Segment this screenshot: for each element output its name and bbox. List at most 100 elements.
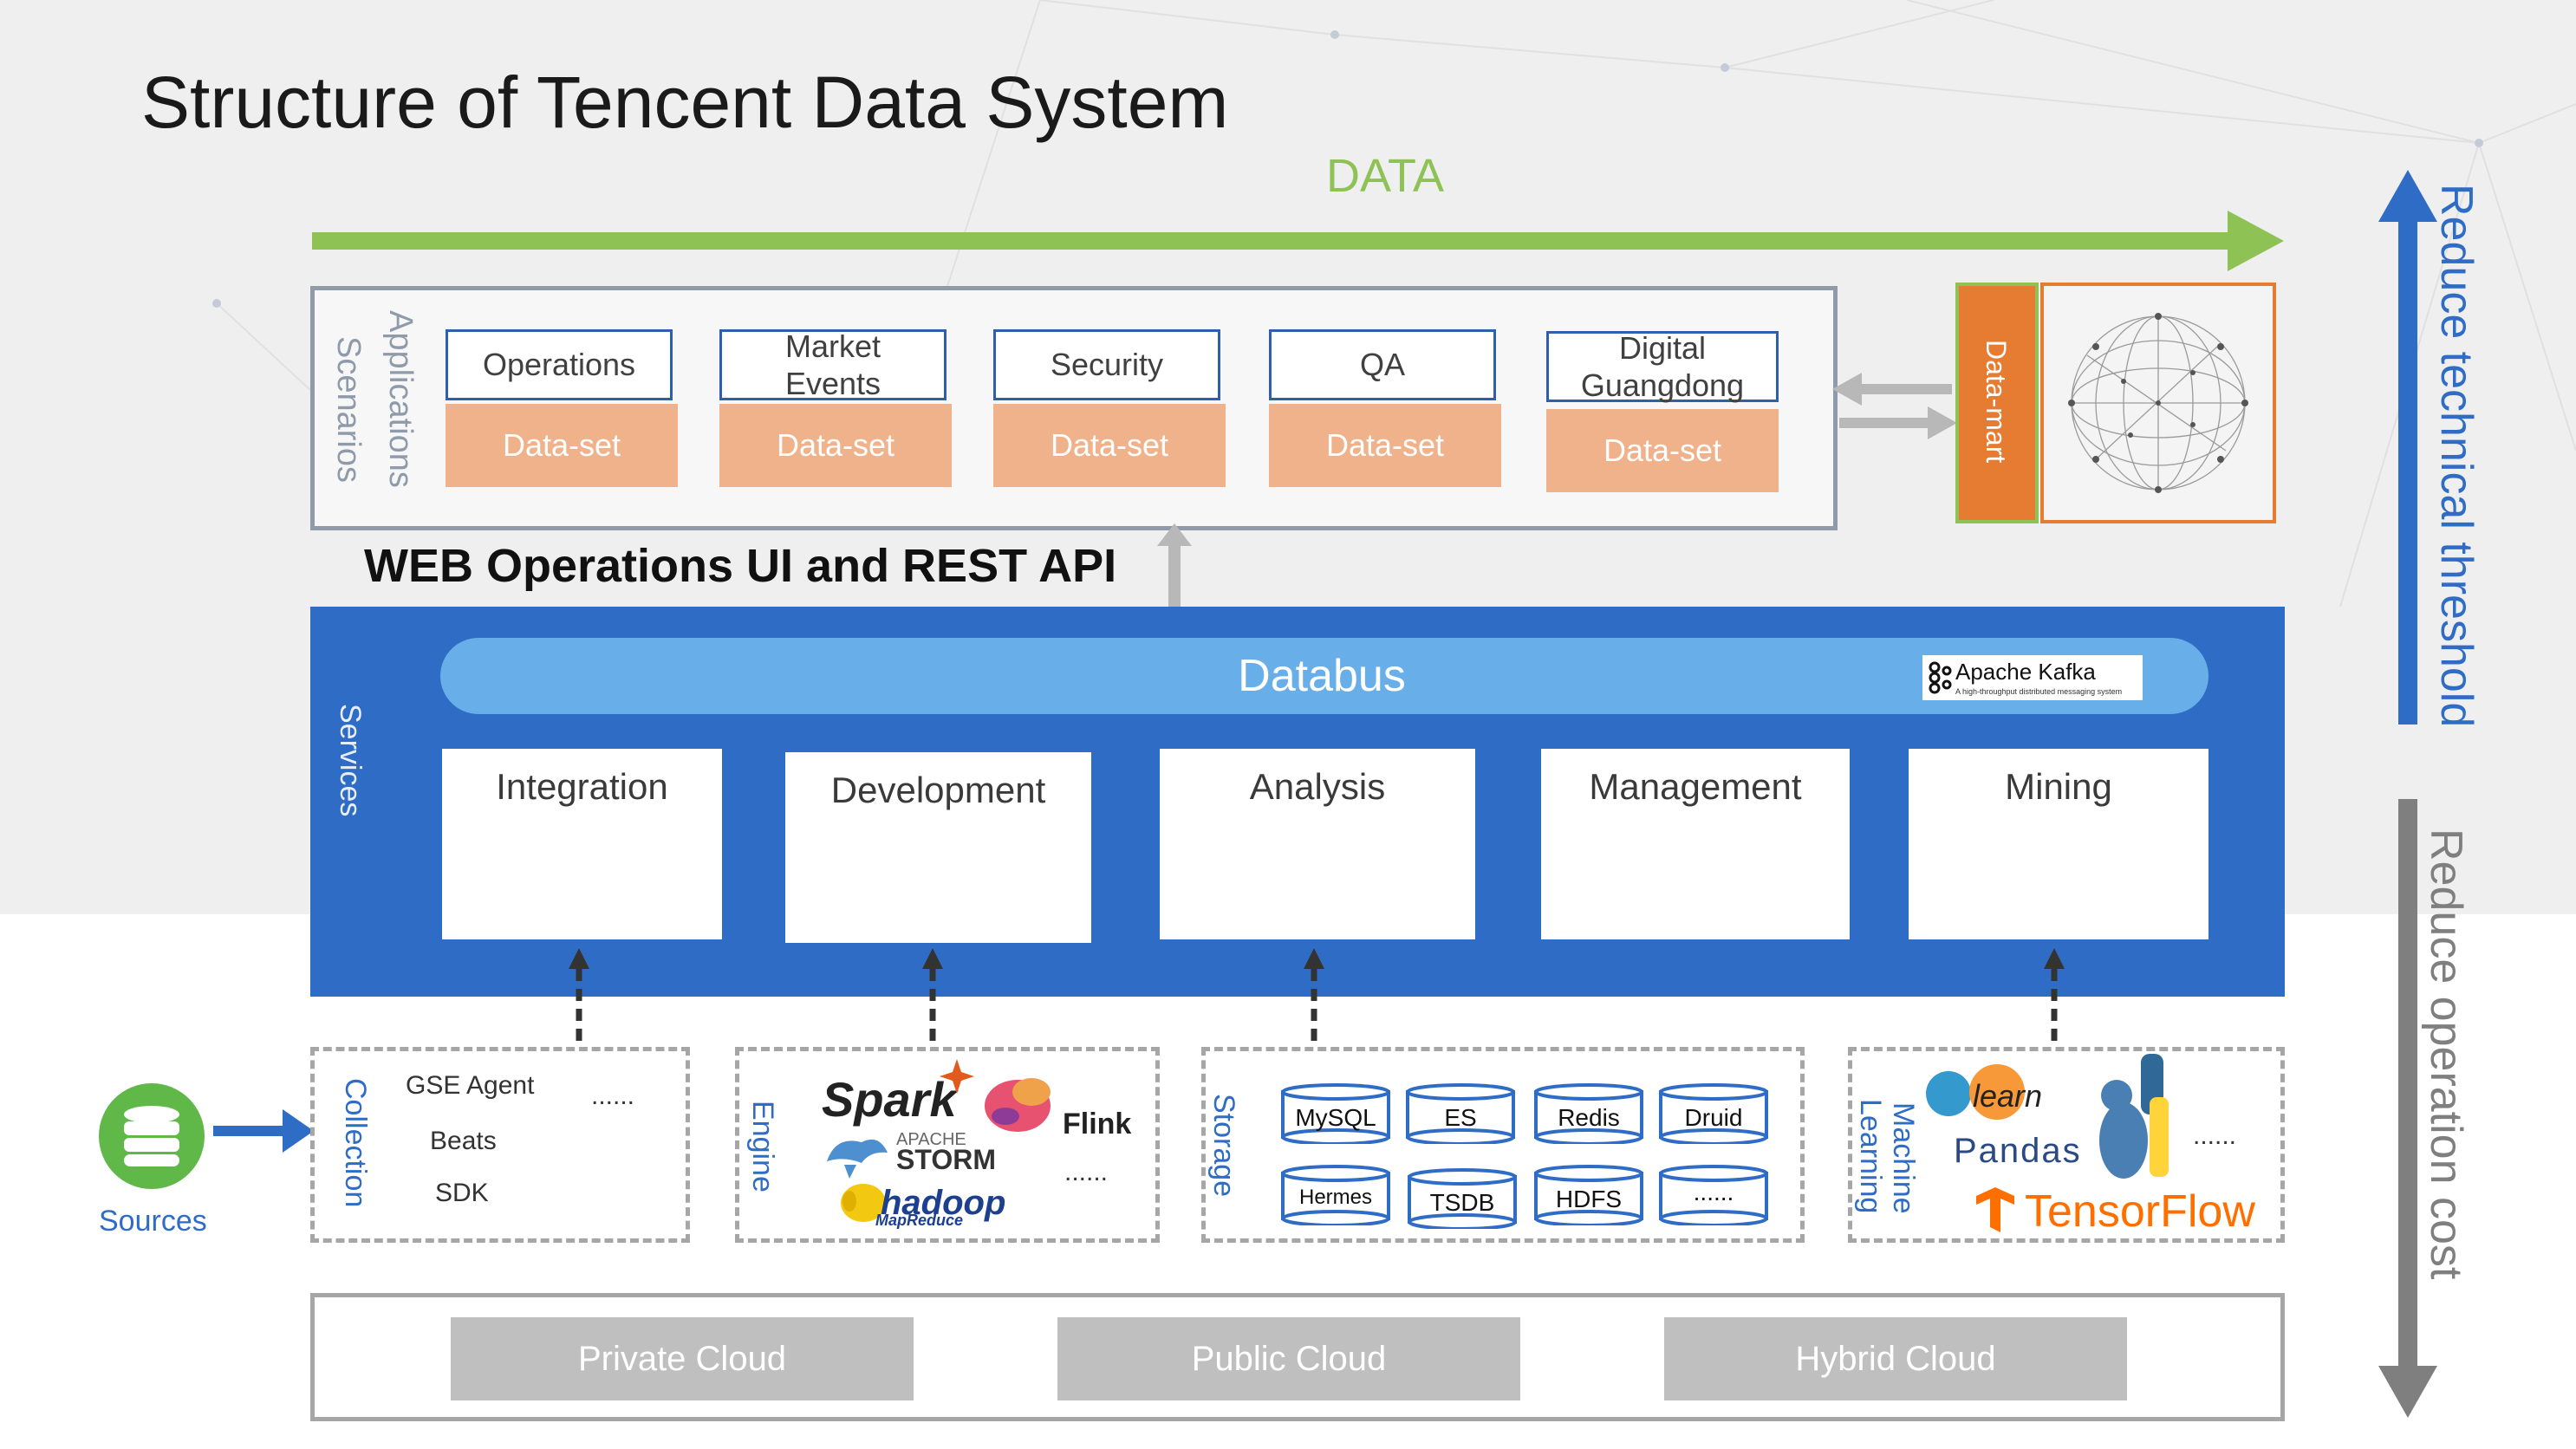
scenario-operations: Operations — [446, 329, 673, 400]
scenario-market-events: Market Events — [719, 328, 946, 401]
reduce-technical-threshold-label: Reduce technical threshold — [2431, 184, 2482, 728]
engine-group — [735, 1047, 1160, 1243]
tensorflow-icon — [1976, 1187, 2014, 1232]
public-cloud: Public Cloud — [1057, 1317, 1520, 1400]
service-label: Mining — [2005, 766, 2112, 807]
sources-database-icon — [99, 1083, 205, 1189]
storm-icon — [827, 1139, 888, 1179]
service-label: Analysis — [1249, 766, 1386, 807]
cylinder-icon — [1534, 1083, 1643, 1144]
python-bear-icon — [2099, 1054, 2169, 1179]
storm-label: STORM — [896, 1144, 996, 1175]
scenario-digital-guangdong: Digital Guangdong — [1546, 330, 1779, 403]
sources-label: Sources — [99, 1205, 207, 1238]
kafka-logo — [1922, 655, 2143, 700]
storage-db-label: HDFS — [1555, 1186, 1623, 1212]
storage-db-label: Redis — [1558, 1104, 1620, 1131]
kafka-tagline: A high-throughput distributed messaging … — [1955, 687, 2123, 696]
cylinder-icon — [1408, 1168, 1517, 1229]
spark-logo: Spark — [822, 1072, 957, 1127]
cylinder-icon — [1659, 1083, 1768, 1144]
service-management: Management — [1541, 749, 1850, 939]
network-sphere-image — [2040, 283, 2276, 523]
service-analysis: Analysis — [1160, 749, 1475, 939]
storage-db-label: Druid — [1684, 1104, 1743, 1131]
hadoop-label: hadoop — [881, 1184, 1006, 1222]
storage-db-mysql: MySQL — [1281, 1083, 1390, 1144]
storage-db-label: ES — [1444, 1104, 1477, 1131]
storm-apache-label: APACHE — [896, 1130, 966, 1149]
cylinder-icon — [1406, 1083, 1515, 1144]
dataset-box: Data-set — [446, 404, 678, 487]
collection-label: Collection — [339, 1078, 372, 1208]
dataset-box: Data-set — [1546, 409, 1779, 492]
pandas-label: Pandas — [1954, 1132, 2082, 1170]
storage-db-hermes: Hermes — [1281, 1165, 1390, 1225]
web-api-label: WEB Operations UI and REST API — [364, 540, 1117, 592]
storage-db-es: ES — [1406, 1083, 1515, 1144]
datamart-box: Data-mart — [1955, 283, 2039, 523]
service-integration: Integration — [442, 749, 722, 939]
storage-db-tsdb: TSDB — [1408, 1168, 1517, 1229]
service-label: Integration — [496, 766, 668, 807]
cylinder-icon — [1534, 1165, 1643, 1225]
databus-bar — [440, 638, 2208, 714]
database-icon — [124, 1106, 179, 1166]
service-label: Management — [1589, 766, 1802, 807]
ml-label-machine: Machine — [1887, 1102, 1920, 1214]
storage-db-more: ...... — [1659, 1165, 1768, 1225]
collection-item: SDK — [435, 1179, 489, 1207]
tensorflow-label: TensorFlow — [2025, 1186, 2255, 1237]
collection-more: ...... — [591, 1082, 635, 1110]
scenarios-label: Scenarios — [330, 336, 367, 483]
dataset-box: Data-set — [719, 404, 952, 487]
mapreduce-label: MapReduce — [875, 1212, 964, 1229]
storage-db-redis: Redis — [1534, 1083, 1643, 1144]
network-sphere-icon — [2068, 313, 2248, 493]
datamart-arrows — [1832, 373, 1957, 439]
storage-db-label: MySQL — [1295, 1104, 1376, 1131]
ml-more: ...... — [2193, 1121, 2237, 1150]
cylinder-icon — [1281, 1165, 1390, 1225]
reduce-operation-cost-label: Reduce operation cost — [2421, 828, 2471, 1280]
scenario-qa: QA — [1269, 329, 1496, 400]
sources-arrow — [213, 1109, 314, 1153]
collection-item: Beats — [430, 1127, 497, 1155]
technical-threshold-arrow — [2378, 170, 2437, 724]
flink-label: Flink — [1063, 1108, 1132, 1140]
collection-item: GSE Agent — [406, 1071, 535, 1100]
ml-label-learning: Learning — [1854, 1099, 1887, 1214]
up-arrow — [1157, 523, 1192, 607]
storage-db-label: TSDB — [1429, 1189, 1495, 1216]
kafka-name: Apache Kafka — [1955, 659, 2096, 685]
engine-label: Engine — [746, 1101, 779, 1192]
service-development: Development — [785, 752, 1091, 943]
storage-db-hdfs: HDFS — [1534, 1165, 1643, 1225]
data-flow-arrow — [312, 211, 2284, 271]
scenario-security: Security — [993, 329, 1220, 400]
private-cloud: Private Cloud — [451, 1317, 914, 1400]
machine-learning-group — [1848, 1047, 2285, 1243]
databus-label: Databus — [1238, 651, 1406, 701]
hadoop-elephant-icon — [841, 1184, 886, 1222]
operation-cost-arrow — [2378, 799, 2437, 1418]
flink-squirrel-icon — [985, 1078, 1051, 1132]
storage-db-druid: Druid — [1659, 1083, 1768, 1144]
cylinder-icon — [1281, 1083, 1390, 1144]
collection-group — [310, 1047, 690, 1243]
service-mining: Mining — [1909, 749, 2208, 939]
kafka-icon — [1929, 661, 1952, 694]
dataset-box: Data-set — [1269, 404, 1501, 487]
spark-star-icon — [940, 1059, 974, 1094]
engine-more: ...... — [1064, 1158, 1109, 1186]
service-label: Development — [830, 770, 1046, 810]
storage-label: Storage — [1207, 1094, 1240, 1198]
hybrid-cloud: Hybrid Cloud — [1664, 1317, 2127, 1400]
cylinder-icon — [1659, 1165, 1768, 1225]
applications-label: Applications — [382, 310, 419, 488]
group-to-service-arrows — [569, 948, 2065, 1045]
sklearn-label: learn — [1973, 1078, 2043, 1114]
data-flow-label: DATA — [1326, 150, 1445, 202]
storage-db-label: Hermes — [1298, 1186, 1372, 1209]
services-label: Services — [334, 704, 367, 817]
